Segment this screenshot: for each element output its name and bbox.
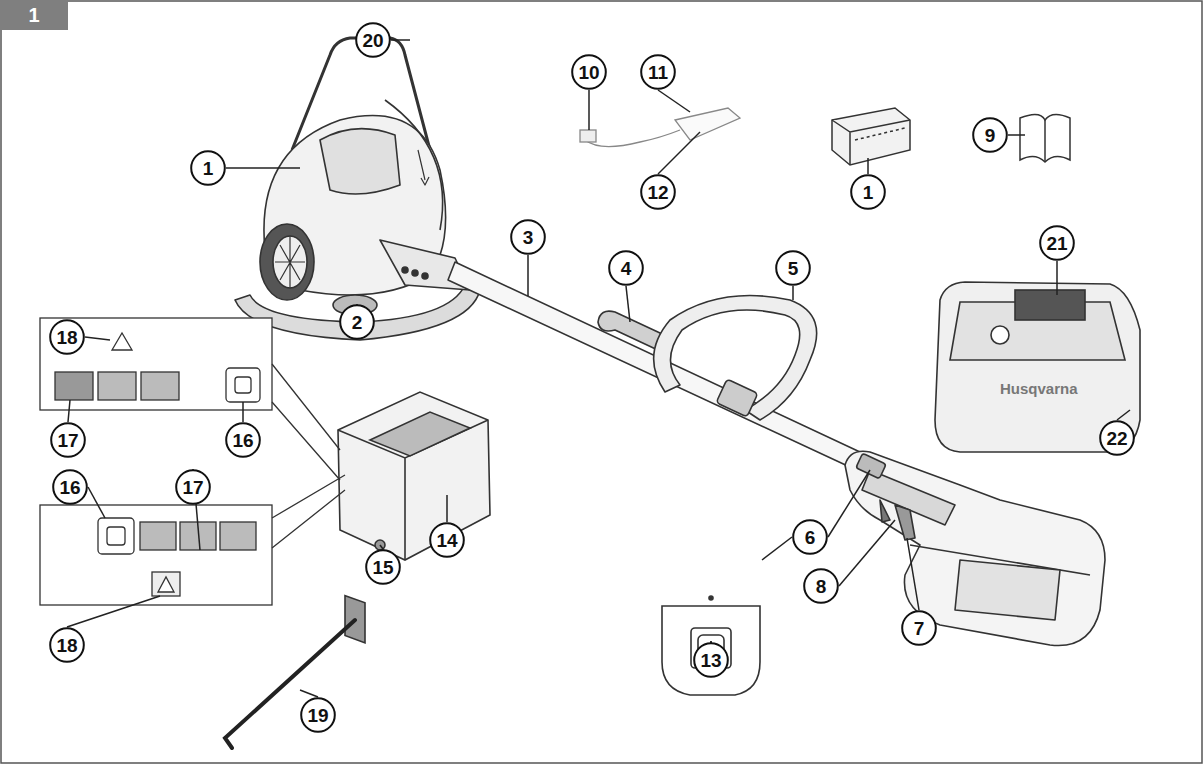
figure-number-tab: 1 [0,0,68,30]
callout-number: 19 [300,697,336,733]
callout-text: 22 [1106,429,1127,448]
callout-outline [641,175,675,209]
callout-text: 21 [1046,234,1067,253]
callout-outline [641,55,675,89]
callout-number: 16 [225,422,261,458]
switch-inset [662,596,760,695]
callout-text: 12 [647,183,668,202]
callout-number: 17 [50,422,86,458]
callout-outline [511,220,545,254]
callout-text: 18 [56,328,77,347]
callout-number: 7 [901,610,937,646]
brand-label: Husqvarna [1000,380,1078,397]
callout-number: 14 [429,522,465,558]
callout-outline [176,470,210,504]
callout-number: 15 [365,549,401,585]
callout-number: 5 [775,250,811,286]
callout-text: 20 [362,31,383,50]
callout-text: 1 [863,183,874,202]
callout-text: 19 [307,706,328,725]
callout-outline [804,569,838,603]
callout-outline [776,251,810,285]
callout-outline [902,611,936,645]
callout-text: 6 [805,528,816,547]
callout-text: 11 [648,63,668,82]
callout-text: 9 [985,126,996,145]
callout-text: 5 [788,259,799,278]
callout-number: 16 [52,469,88,505]
callout-text: 15 [372,558,393,577]
callout-text: 16 [232,431,253,450]
callout-text: 4 [621,259,632,278]
callout-text: 14 [436,531,457,550]
callout-outline [694,643,728,677]
callout-number: 10 [571,54,607,90]
callout-number: 1 [850,174,886,210]
hex-key [225,620,355,748]
callout-text: 17 [182,478,203,497]
callout-text: 1 [28,5,39,25]
line-cassette [832,108,910,165]
callout-number: 3 [510,219,546,255]
callout-number: 11 [640,54,676,90]
callout-number: 8 [803,568,839,604]
callout-outline [366,550,400,584]
callout-number: 18 [49,319,85,355]
callout-number: 13 [693,642,729,678]
callout-number: 4 [608,250,644,286]
callout-text: 3 [523,228,534,247]
manual-icon [1020,114,1070,162]
callout-text: 8 [816,577,827,596]
callout-outline [50,320,84,354]
callout-outline [1100,421,1134,455]
callout-number: 21 [1039,225,1075,261]
callout-outline [430,523,464,557]
callout-number: 6 [792,519,828,555]
callout-outline [609,251,643,285]
callout-text: 7 [914,619,925,638]
battery-panel-inset [40,318,345,605]
callout-outline [572,55,606,89]
callout-number: 20 [355,22,391,58]
callout-number: 22 [1099,420,1135,456]
callout-outline [50,628,84,662]
callout-outline [851,175,885,209]
callout-number: 9 [972,117,1008,153]
adapter [580,108,740,147]
callout-outline [356,23,390,57]
callout-outline [191,151,225,185]
callout-outline [973,118,1007,152]
callout-number: 12 [640,174,676,210]
callout-number: 1 [190,150,226,186]
callout-outline [226,423,260,457]
battery [338,392,490,643]
callout-number: 2 [339,304,375,340]
callout-text: 10 [578,63,599,82]
callout-text: 1 [203,159,214,178]
callout-text: 17 [57,431,78,450]
callout-outline [1040,226,1074,260]
callout-outline [53,470,87,504]
callout-number: 17 [175,469,211,505]
callout-text: 2 [352,313,363,332]
callout-number: 18 [49,627,85,663]
callout-outline [301,698,335,732]
leader-lines [67,40,1130,697]
callout-text: 16 [59,478,80,497]
callout-text: 18 [56,636,77,655]
callout-outline [340,305,374,339]
callout-outline [793,520,827,554]
callout-text: 13 [700,651,721,670]
callout-outline [51,423,85,457]
